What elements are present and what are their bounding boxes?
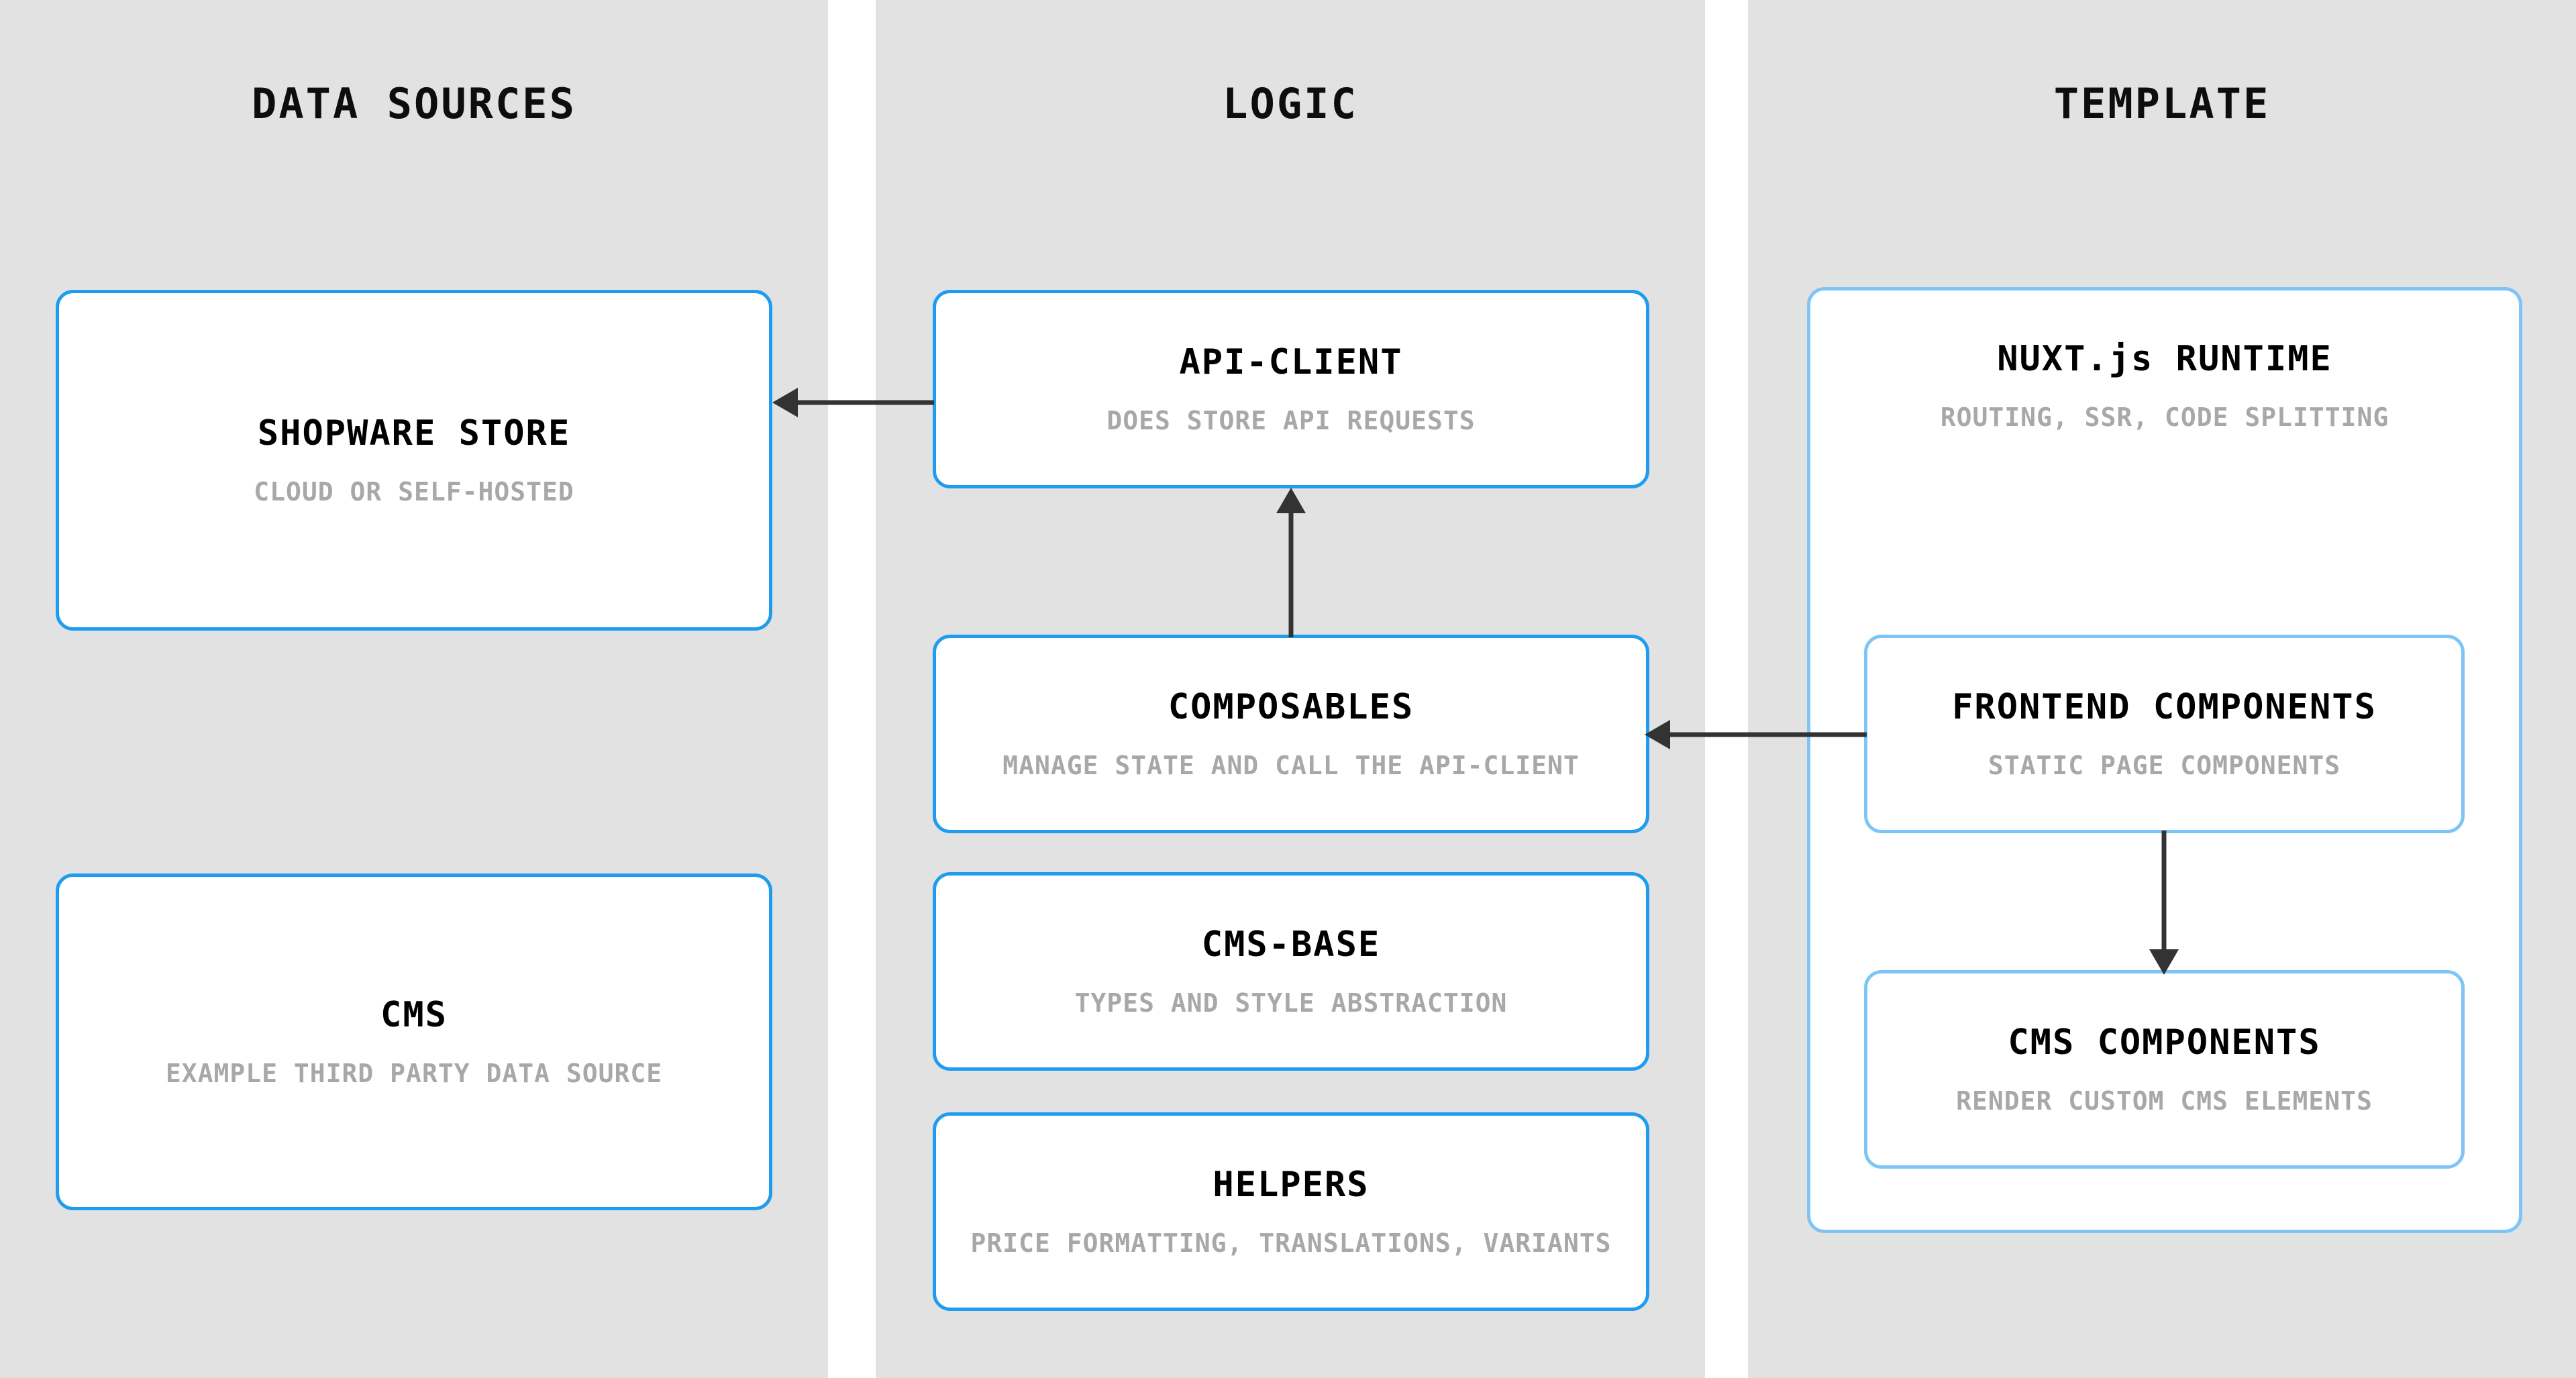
card-title-nuxt-runtime: NUXT.js RUNTIME bbox=[1997, 339, 2332, 379]
card-helpers[interactable]: HELPERS PRICE FORMATTING, TRANSLATIONS, … bbox=[933, 1112, 1649, 1311]
card-subtitle-cms-components: RENDER CUSTOM CMS ELEMENTS bbox=[1956, 1085, 2373, 1116]
card-subtitle-nuxt-runtime: ROUTING, SSR, CODE SPLITTING bbox=[1940, 403, 2389, 433]
column-title-logic: LOGIC bbox=[1223, 79, 1358, 128]
card-cms[interactable]: CMS EXAMPLE THIRD PARTY DATA SOURCE bbox=[56, 873, 772, 1210]
card-subtitle-cms-base: TYPES AND STYLE ABSTRACTION bbox=[1074, 988, 1508, 1018]
card-subtitle-helpers: PRICE FORMATTING, TRANSLATIONS, VARIANTS bbox=[970, 1228, 1612, 1258]
card-title-composables: COMPOSABLES bbox=[1168, 686, 1414, 727]
card-title-cms-base: CMS-BASE bbox=[1201, 924, 1381, 965]
card-title-frontend-components: FRONTEND COMPONENTS bbox=[1952, 686, 2377, 727]
card-composables[interactable]: COMPOSABLES MANAGE STATE AND CALL THE AP… bbox=[933, 635, 1649, 833]
column-title-template: TEMPLATE bbox=[2053, 79, 2271, 128]
card-title-cms-components: CMS COMPONENTS bbox=[2008, 1022, 2321, 1063]
card-title-helpers: HELPERS bbox=[1213, 1164, 1370, 1205]
card-subtitle-frontend-components: STATIC PAGE COMPONENTS bbox=[1988, 750, 2341, 780]
card-title-cms: CMS bbox=[380, 994, 448, 1035]
card-title-api-client: API-CLIENT bbox=[1179, 341, 1403, 382]
card-title-shopware-store: SHOPWARE STORE bbox=[257, 413, 571, 454]
column-title-data-sources: DATA SOURCES bbox=[252, 79, 576, 128]
card-subtitle-composables: MANAGE STATE AND CALL THE API-CLIENT bbox=[1002, 750, 1580, 780]
card-frontend-components[interactable]: FRONTEND COMPONENTS STATIC PAGE COMPONEN… bbox=[1864, 635, 2465, 833]
card-subtitle-api-client: DOES STORE API REQUESTS bbox=[1106, 405, 1476, 435]
card-shopware-store[interactable]: SHOPWARE STORE CLOUD OR SELF-HOSTED bbox=[56, 290, 772, 631]
card-subtitle-shopware-store: CLOUD OR SELF-HOSTED bbox=[254, 476, 574, 507]
card-cms-base[interactable]: CMS-BASE TYPES AND STYLE ABSTRACTION bbox=[933, 872, 1649, 1071]
card-cms-components[interactable]: CMS COMPONENTS RENDER CUSTOM CMS ELEMENT… bbox=[1864, 970, 2465, 1169]
card-subtitle-cms: EXAMPLE THIRD PARTY DATA SOURCE bbox=[165, 1058, 663, 1088]
card-api-client[interactable]: API-CLIENT DOES STORE API REQUESTS bbox=[933, 290, 1649, 488]
